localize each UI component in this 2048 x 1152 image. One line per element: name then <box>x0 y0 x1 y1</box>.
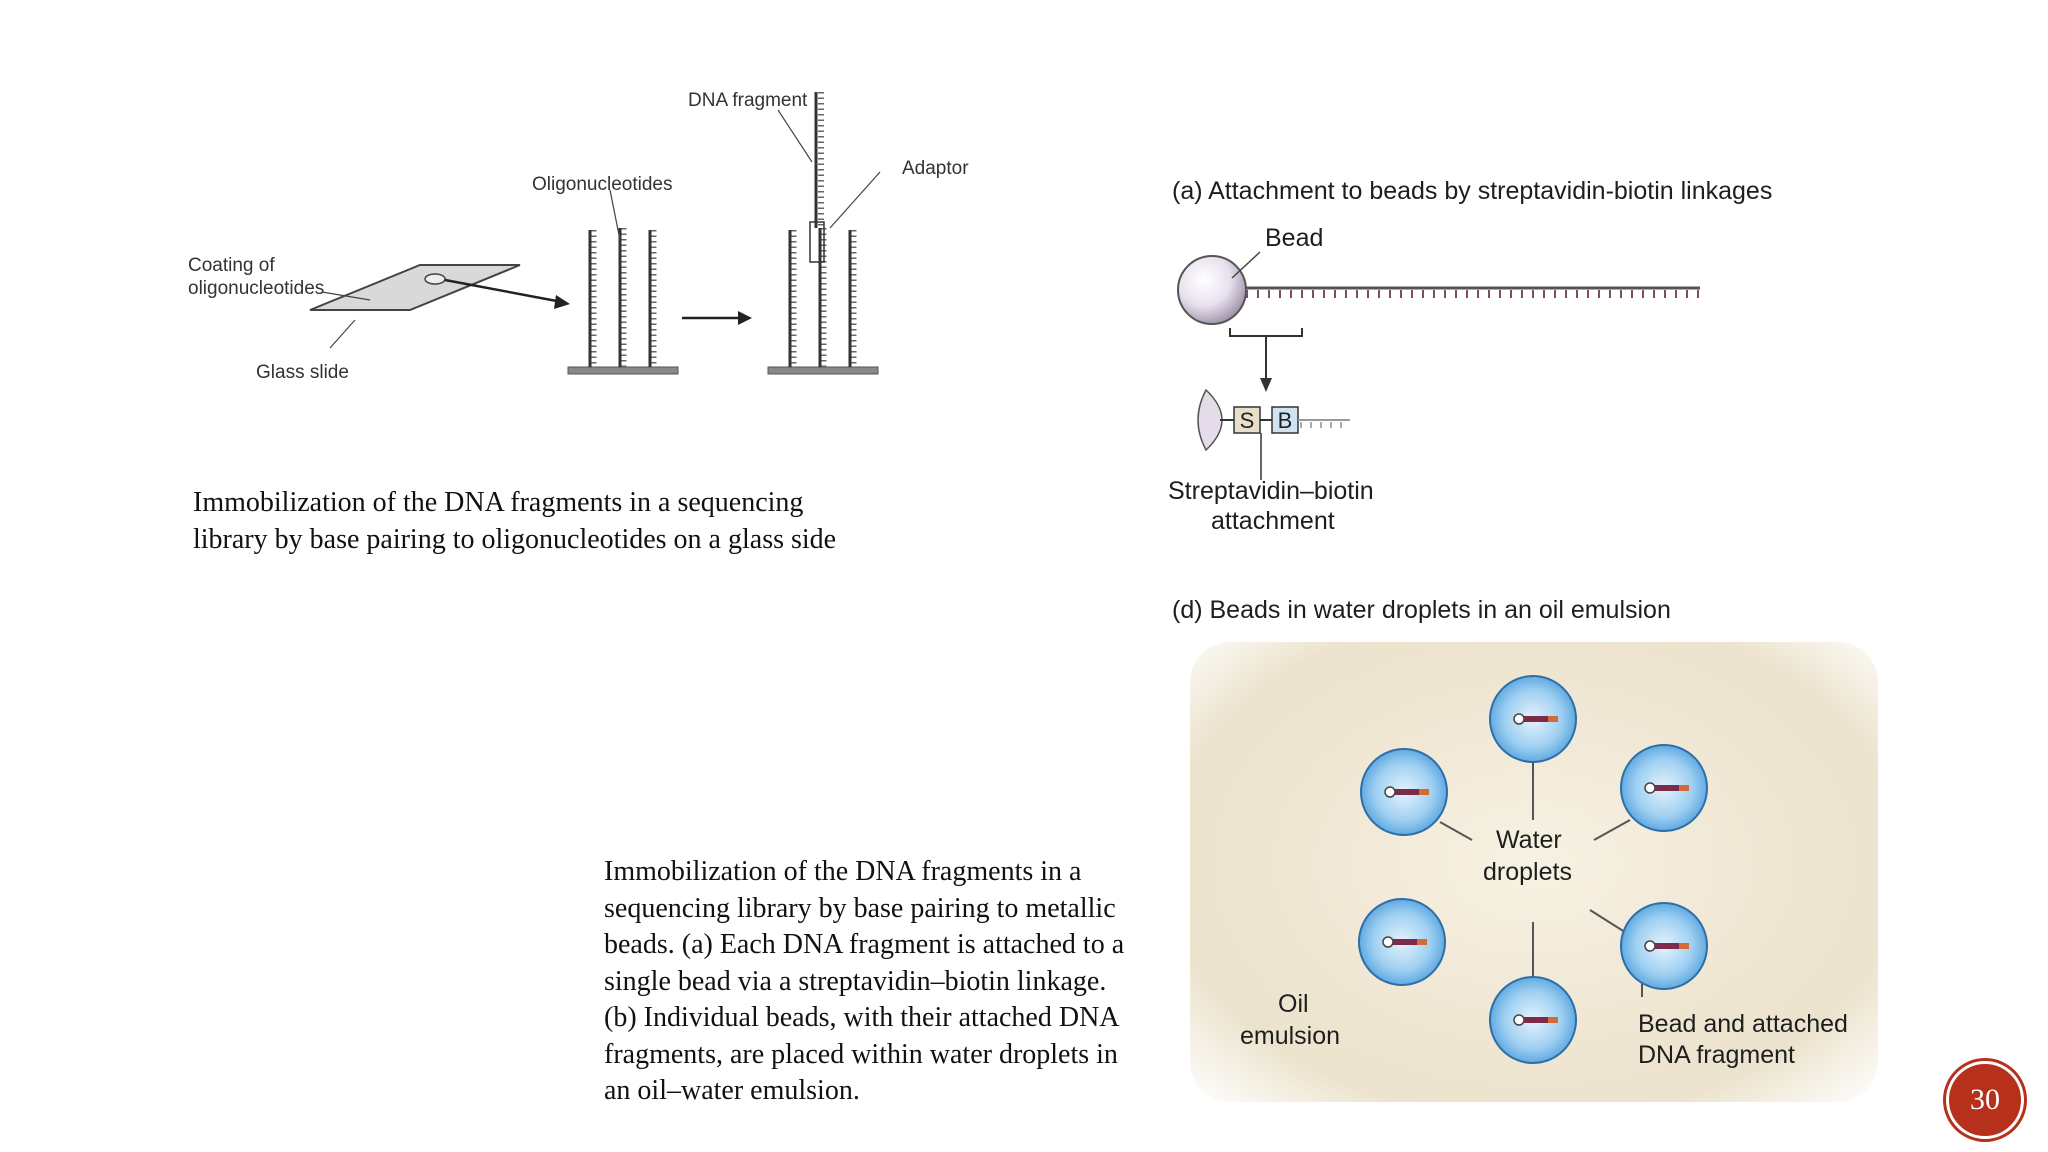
arrow-to-strands <box>444 278 563 304</box>
bead-dna-label-line2: DNA fragment <box>1638 1041 1796 1069</box>
bead-label: Bead <box>1265 224 1324 252</box>
water-droplet <box>1620 902 1708 990</box>
water-droplet <box>1358 898 1446 986</box>
oil-label-line2: emulsion <box>1240 1022 1341 1050</box>
water-label-line2: droplets <box>1483 858 1572 886</box>
s-box-text: S <box>1240 408 1255 433</box>
water-label-line1: Water <box>1496 826 1562 854</box>
bead-attachment-diagram: S B <box>1177 251 1700 480</box>
water-droplet <box>1489 675 1577 763</box>
bottom-caption-line: fragments, are placed within water dropl… <box>604 1038 1118 1070</box>
bottom-caption-line: sequencing library by base pairing to me… <box>604 892 1116 924</box>
slide-number-badge: 30 <box>1946 1061 2024 1139</box>
left-caption-line: library by base pairing to oligonucleoti… <box>193 524 837 555</box>
left-caption: Immobilization of the DNA fragments in a… <box>193 484 836 558</box>
glass-slide-diagram <box>309 92 881 375</box>
attachment-label-line1: Streptavidin–biotin <box>1168 477 1374 505</box>
attachment-label-line2: attachment <box>1211 507 1335 535</box>
panel-a-title: (a) Attachment to beads by streptavidin-… <box>1172 177 1773 205</box>
bead-dna-label-line1: Bead and attached <box>1638 1010 1848 1038</box>
bottom-caption-line: single bead via a streptavidin–biotin li… <box>604 965 1107 997</box>
oligonucleotides-label: Oligonucleotides <box>532 174 673 195</box>
panel-d-title: (d) Beads in water droplets in an oil em… <box>1172 596 1671 624</box>
left-caption-line: Immobilization of the DNA fragments in a… <box>193 487 804 518</box>
water-droplet <box>1360 748 1448 836</box>
biotin-box <box>1271 406 1299 434</box>
coating-label-line1: Coating of <box>188 255 275 276</box>
b-box-text: B <box>1278 408 1293 433</box>
oil-label-line1: Oil <box>1278 990 1309 1018</box>
water-droplet <box>1489 976 1577 1064</box>
bottom-caption-line: (b) Individual beads, with their attache… <box>604 1002 1120 1033</box>
bottom-caption: Immobilization of the DNA fragments in a… <box>604 854 1124 1110</box>
oligonucleotide-strands <box>567 228 679 375</box>
bottom-caption-line: an oil–water emulsion. <box>604 1075 860 1106</box>
bottom-caption-line: Immobilization of the DNA fragments in a <box>604 856 1082 887</box>
streptavidin-box <box>1233 406 1261 434</box>
adaptor-box <box>809 221 825 263</box>
dna-fragment-label: DNA fragment <box>688 90 808 111</box>
bottom-caption-line: beads. (a) Each DNA fragment is attached… <box>604 929 1125 960</box>
bead <box>1177 255 1247 325</box>
emulsion-diagram <box>1358 675 1708 1064</box>
hybridized-strands <box>767 92 879 375</box>
glass-slide-label: Glass slide <box>256 362 349 383</box>
adaptor-label: Adaptor <box>902 158 969 179</box>
slide-spot <box>424 273 446 285</box>
coating-label-line2: oligonucleotides <box>188 278 325 299</box>
water-droplet <box>1620 744 1708 832</box>
